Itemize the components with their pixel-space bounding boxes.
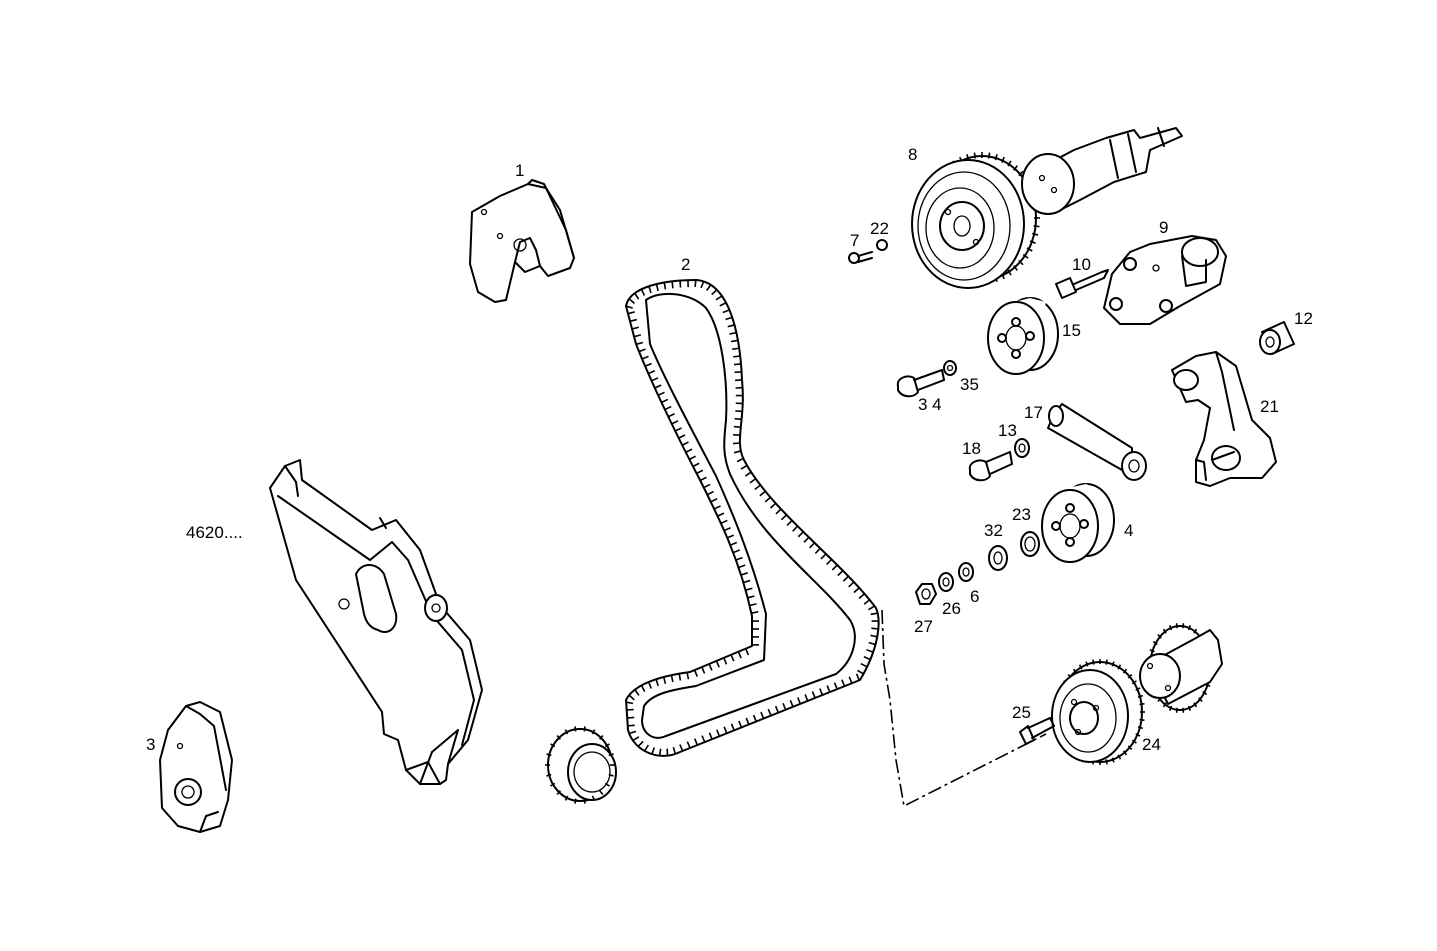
callout-35: 35: [960, 375, 979, 394]
callout-9: 9: [1159, 218, 1168, 237]
callout-15: 15: [1062, 321, 1081, 340]
part-26-washer: [938, 572, 954, 592]
callout-10: 10: [1072, 255, 1091, 274]
callout-13: 13: [998, 421, 1017, 440]
crank-sprocket: [545, 726, 617, 804]
callout-32: 32: [984, 521, 1003, 540]
callout-34: 3 4: [918, 395, 942, 414]
part-21-tensioner-arm: [1171, 351, 1277, 487]
callout-26: 26: [942, 599, 961, 618]
callout-25: 25: [1012, 703, 1031, 722]
pump-shaft: [1139, 623, 1223, 713]
callout-23: 23: [1012, 505, 1031, 524]
part-32-ring: [988, 545, 1008, 571]
part-27-nut: [915, 583, 937, 605]
part-24-pump-sprocket: [1051, 659, 1145, 765]
part-9-tensioner-plate: [1103, 235, 1227, 325]
callout-6: 6: [970, 587, 979, 606]
part-12-bushing: [1259, 321, 1295, 355]
callout-18: 18: [962, 439, 981, 458]
part-25-bolt: [1019, 717, 1055, 745]
callout-2: 2: [681, 255, 690, 274]
part-6-washer: [958, 562, 974, 582]
part-17-pin: [1047, 403, 1147, 481]
part-3-lower-small-cover: [159, 701, 233, 833]
part-4-tensioner-roller: [1041, 483, 1115, 563]
callout-7: 7: [850, 231, 859, 250]
callout-17: 17: [1024, 403, 1043, 422]
reference-label-4620: 4620....: [186, 523, 243, 542]
part-23-ring: [1020, 531, 1040, 557]
part-34-bolt: [896, 369, 945, 398]
part-2-timing-belt: [625, 279, 880, 757]
part-10-screw: [1055, 269, 1109, 299]
callout-8: 8: [908, 145, 917, 164]
callout-21: 21: [1260, 397, 1279, 416]
alignment-dash-line: [881, 609, 1047, 808]
part-8-cam-pulley: [911, 152, 1040, 289]
callout-22: 22: [870, 219, 889, 238]
part-35-washer: [943, 360, 957, 376]
part-1-upper-cover: [469, 179, 575, 303]
callout-4: 4: [1124, 521, 1133, 540]
callout-3: 3: [146, 735, 155, 754]
callout-1: 1: [515, 161, 524, 180]
rear-timing-cover: [269, 459, 483, 785]
camshaft-end: [1021, 127, 1183, 215]
callout-12: 12: [1294, 309, 1313, 328]
callout-27: 27: [914, 617, 933, 636]
part-7-bolt: [848, 251, 873, 264]
part-15-idler-roller: [987, 297, 1059, 375]
callout-labels: 1 2 3 4 6 7 8 9 10 12 13 15 17 18 21 22 …: [146, 145, 1313, 754]
callout-24: 24: [1142, 735, 1161, 754]
part-18-bolt: [968, 451, 1013, 482]
part-13-washer: [1014, 438, 1030, 458]
part-22-washer: [876, 239, 888, 251]
